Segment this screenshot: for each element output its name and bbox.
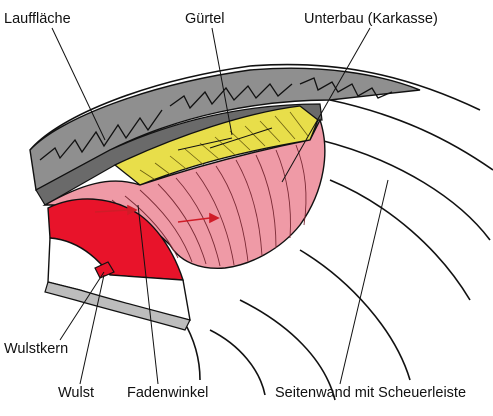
label-wulst: Wulst <box>58 385 94 401</box>
label-guertel: Gürtel <box>185 11 225 27</box>
label-lauflaeche: Lauffläche <box>4 11 71 27</box>
cord-angle-arrows <box>94 204 220 224</box>
leader-lines <box>51 27 389 385</box>
label-fadenwinkel: Fadenwinkel <box>127 385 209 401</box>
label-wulstkern: Wulstkern <box>4 341 69 357</box>
tread-band <box>29 67 421 192</box>
bead-core <box>94 261 115 279</box>
carcass-layer <box>42 118 326 269</box>
tread-grooves <box>39 77 393 161</box>
label-seitenwand: Seitenwand mit Scheuerleiste <box>275 385 467 401</box>
rim-flange <box>44 281 191 331</box>
label-unterbau: Unterbau (Karkasse) <box>304 11 438 27</box>
